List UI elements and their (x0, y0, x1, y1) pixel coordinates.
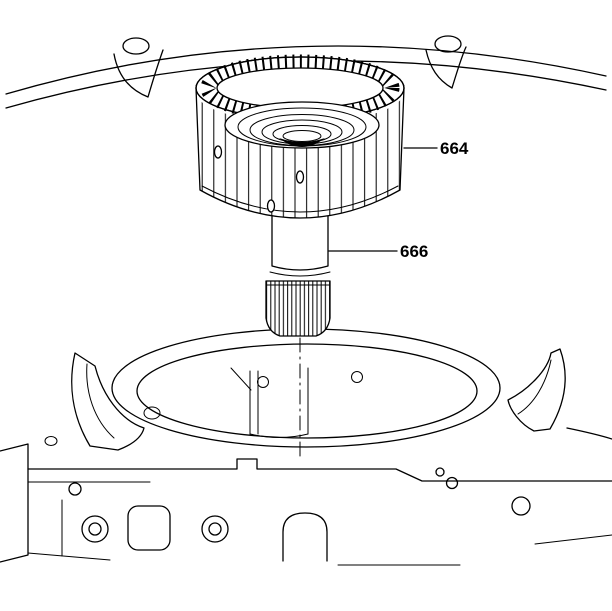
drum-internal-teeth (200, 54, 400, 122)
lube-hole (213, 145, 223, 159)
bore-outer-rim (111, 328, 501, 448)
lube-hole (295, 170, 305, 184)
case-lug-right (425, 35, 467, 89)
lug-hole-left (122, 37, 150, 55)
callout-664: 664 (403, 139, 469, 158)
case-bore-small (201, 515, 229, 543)
bolt-hole (257, 376, 269, 388)
bolt-hole (44, 436, 58, 446)
case-bore-small (511, 496, 531, 516)
shaft (265, 204, 331, 337)
callout-664-label: 664 (440, 139, 469, 158)
bolt-hole (143, 406, 161, 420)
case-bore-small (81, 515, 109, 543)
case-arch (282, 512, 328, 562)
lug-hole-right (434, 35, 462, 53)
hub-shadow (279, 138, 325, 147)
bolt-hole (445, 476, 459, 490)
case-boss (127, 505, 171, 551)
callout-666-label: 666 (400, 242, 428, 261)
clutch-drum (195, 54, 405, 219)
case-opening (111, 328, 501, 448)
bolt-hole (435, 467, 445, 477)
case-bottom (0, 427, 612, 566)
case-lug-left (113, 37, 164, 98)
lube-hole (266, 199, 276, 213)
case-flange-left (71, 352, 145, 451)
case-flange-right (507, 348, 566, 432)
bolt-hole (351, 371, 363, 383)
bore-inner-rim (136, 343, 478, 439)
callout-666: 666 (328, 242, 428, 261)
bolt-hole (68, 482, 82, 496)
shaft-body (271, 204, 329, 271)
